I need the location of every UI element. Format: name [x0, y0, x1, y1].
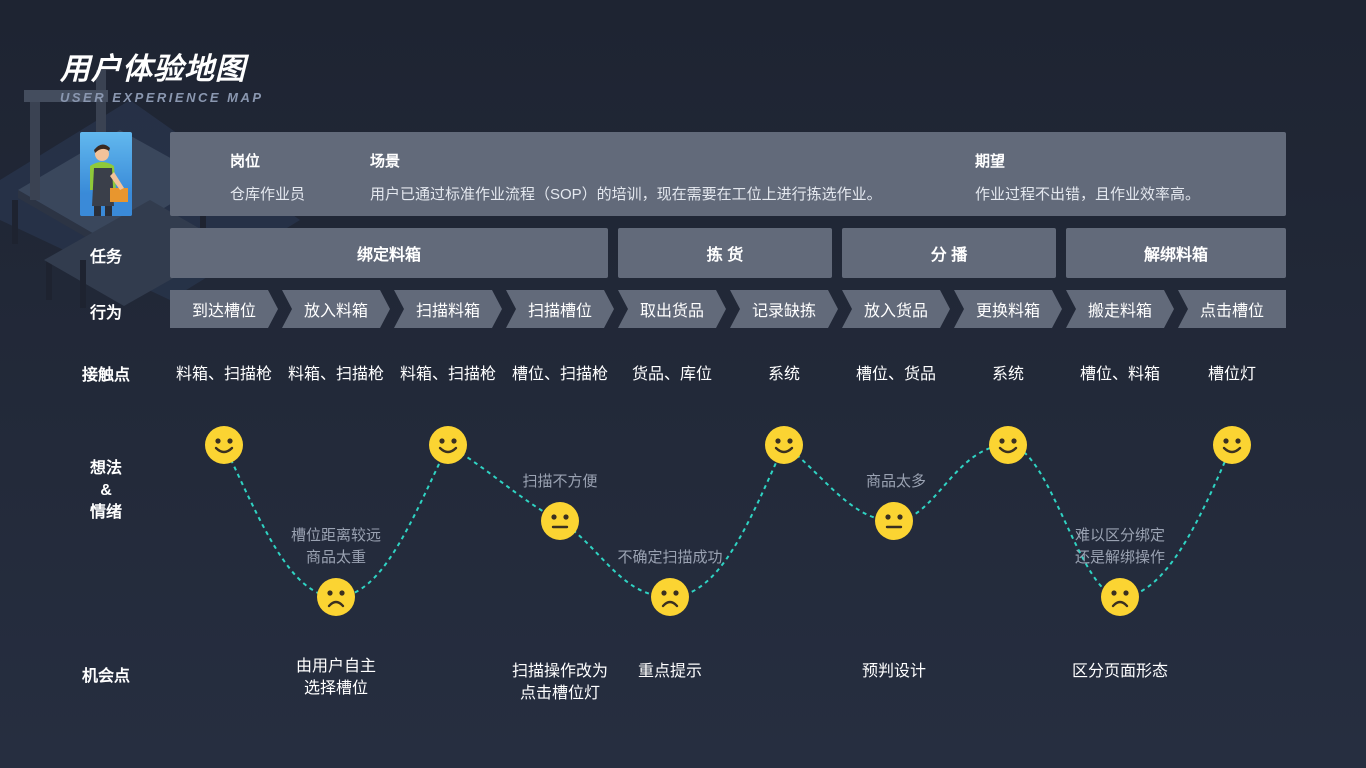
expect-value: 作业过程不出错，且作业效率高。 — [975, 186, 1201, 203]
persona-info-card: 岗位 仓库作业员 场景 用户已通过标准作业流程（SOP）的培训，现在需要在工位上… — [170, 132, 1286, 216]
pain-point-line: 槽位距离较远 — [290, 527, 382, 544]
opportunity: 重点提示 — [637, 663, 703, 680]
row-label-behavior: 行为 — [89, 305, 122, 322]
pain-point: 扫描不方便 — [522, 473, 598, 490]
emotion-sad-icon — [317, 578, 355, 616]
row-label-touchpoint: 接触点 — [81, 367, 130, 384]
behavior-step: 扫描料箱 — [394, 290, 502, 328]
touchpoint: 料箱、扫描枪 — [287, 366, 384, 383]
behavior-step: 放入料箱 — [282, 290, 390, 328]
row-label-opportunity: 机会点 — [81, 668, 130, 685]
opportunity-line: 由用户自主 — [295, 658, 377, 675]
pain-point: 槽位距离较远 商品太重 — [291, 525, 381, 569]
touchpoint: 料箱、扫描枪 — [175, 366, 272, 383]
page-title: 用户体验地图 — [60, 53, 246, 86]
opportunity: 区分页面形态 — [1071, 663, 1169, 680]
touchpoint: 槽位、扫描枪 — [511, 366, 608, 383]
behavior-step: 记录缺拣 — [730, 290, 838, 328]
opportunity: 扫描操作改为 点击槽位灯 — [512, 661, 608, 705]
emotion-happy-icon — [429, 426, 467, 464]
touchpoint: 槽位灯 — [1207, 366, 1256, 383]
role-column: 岗位 仓库作业员 — [230, 150, 305, 204]
pain-point: 难以区分绑定 还是解绑操作 — [1075, 525, 1165, 569]
behavior-step: 放入货品 — [842, 290, 950, 328]
task-sort: 分 播 — [842, 228, 1056, 278]
touchpoint: 系统 — [991, 366, 1024, 383]
emotion-label-line2: & — [100, 482, 112, 499]
behavior-step: 更换料箱 — [954, 290, 1062, 328]
behavior-step: 扫描槽位 — [506, 290, 614, 328]
role-label: 岗位 — [230, 153, 261, 170]
task-pick: 拣 货 — [618, 228, 832, 278]
task-bind-box: 绑定料箱 — [170, 228, 608, 278]
scene-column: 场景 用户已通过标准作业流程（SOP）的培训，现在需要在工位上进行拣选作业。 — [370, 150, 882, 204]
emotion-neutral-icon — [541, 502, 579, 540]
emotion-label-line1: 想法 — [89, 460, 122, 477]
task-unbind-box: 解绑料箱 — [1066, 228, 1286, 278]
opportunity-line: 选择槽位 — [303, 680, 369, 697]
expect-label: 期望 — [975, 153, 1006, 170]
pain-point-line: 难以区分绑定 — [1074, 527, 1166, 544]
behavior-step: 点击槽位 — [1178, 290, 1286, 328]
expect-column: 期望 作业过程不出错，且作业效率高。 — [975, 150, 1200, 204]
touchpoint: 货品、库位 — [631, 366, 712, 383]
emotion-happy-icon — [765, 426, 803, 464]
pain-point: 不确定扫描成功 — [617, 549, 723, 566]
row-label-emotion: 想法 & 情绪 — [60, 458, 152, 524]
opportunity: 由用户自主 选择槽位 — [296, 656, 376, 700]
opportunity-line: 扫描操作改为 — [511, 663, 609, 680]
role-value: 仓库作业员 — [230, 186, 306, 203]
emotion-happy-icon — [989, 426, 1027, 464]
page-subtitle: USER EXPERIENCE MAP — [60, 90, 264, 105]
emotion-neutral-icon — [875, 502, 913, 540]
emotion-sad-icon — [651, 578, 689, 616]
emotion-sad-icon — [1101, 578, 1139, 616]
workbench-illustration — [0, 70, 300, 308]
behavior-step: 到达槽位 — [170, 290, 278, 328]
scene-value: 用户已通过标准作业流程（SOP）的培训，现在需要在工位上进行拣选作业。 — [370, 186, 882, 203]
touchpoint: 料箱、扫描枪 — [399, 366, 496, 383]
row-label-task: 任务 — [89, 249, 122, 266]
touchpoint: 槽位、料箱 — [1079, 366, 1160, 383]
persona-avatar — [80, 132, 132, 216]
behavior-step: 取出货品 — [618, 290, 726, 328]
pain-point-line: 还是解绑操作 — [1074, 549, 1166, 566]
pain-point: 商品太多 — [865, 473, 927, 490]
pain-point-line: 商品太重 — [305, 549, 367, 566]
opportunity-line: 点击槽位灯 — [519, 685, 601, 702]
scene-label: 场景 — [370, 153, 401, 170]
touchpoint: 系统 — [767, 366, 800, 383]
behavior-step: 搬走料箱 — [1066, 290, 1174, 328]
touchpoint: 槽位、货品 — [855, 366, 936, 383]
emotion-happy-icon — [1213, 426, 1251, 464]
opportunity: 预判设计 — [861, 663, 927, 680]
emotion-label-line3: 情绪 — [89, 504, 122, 521]
emotion-happy-icon — [205, 426, 243, 464]
